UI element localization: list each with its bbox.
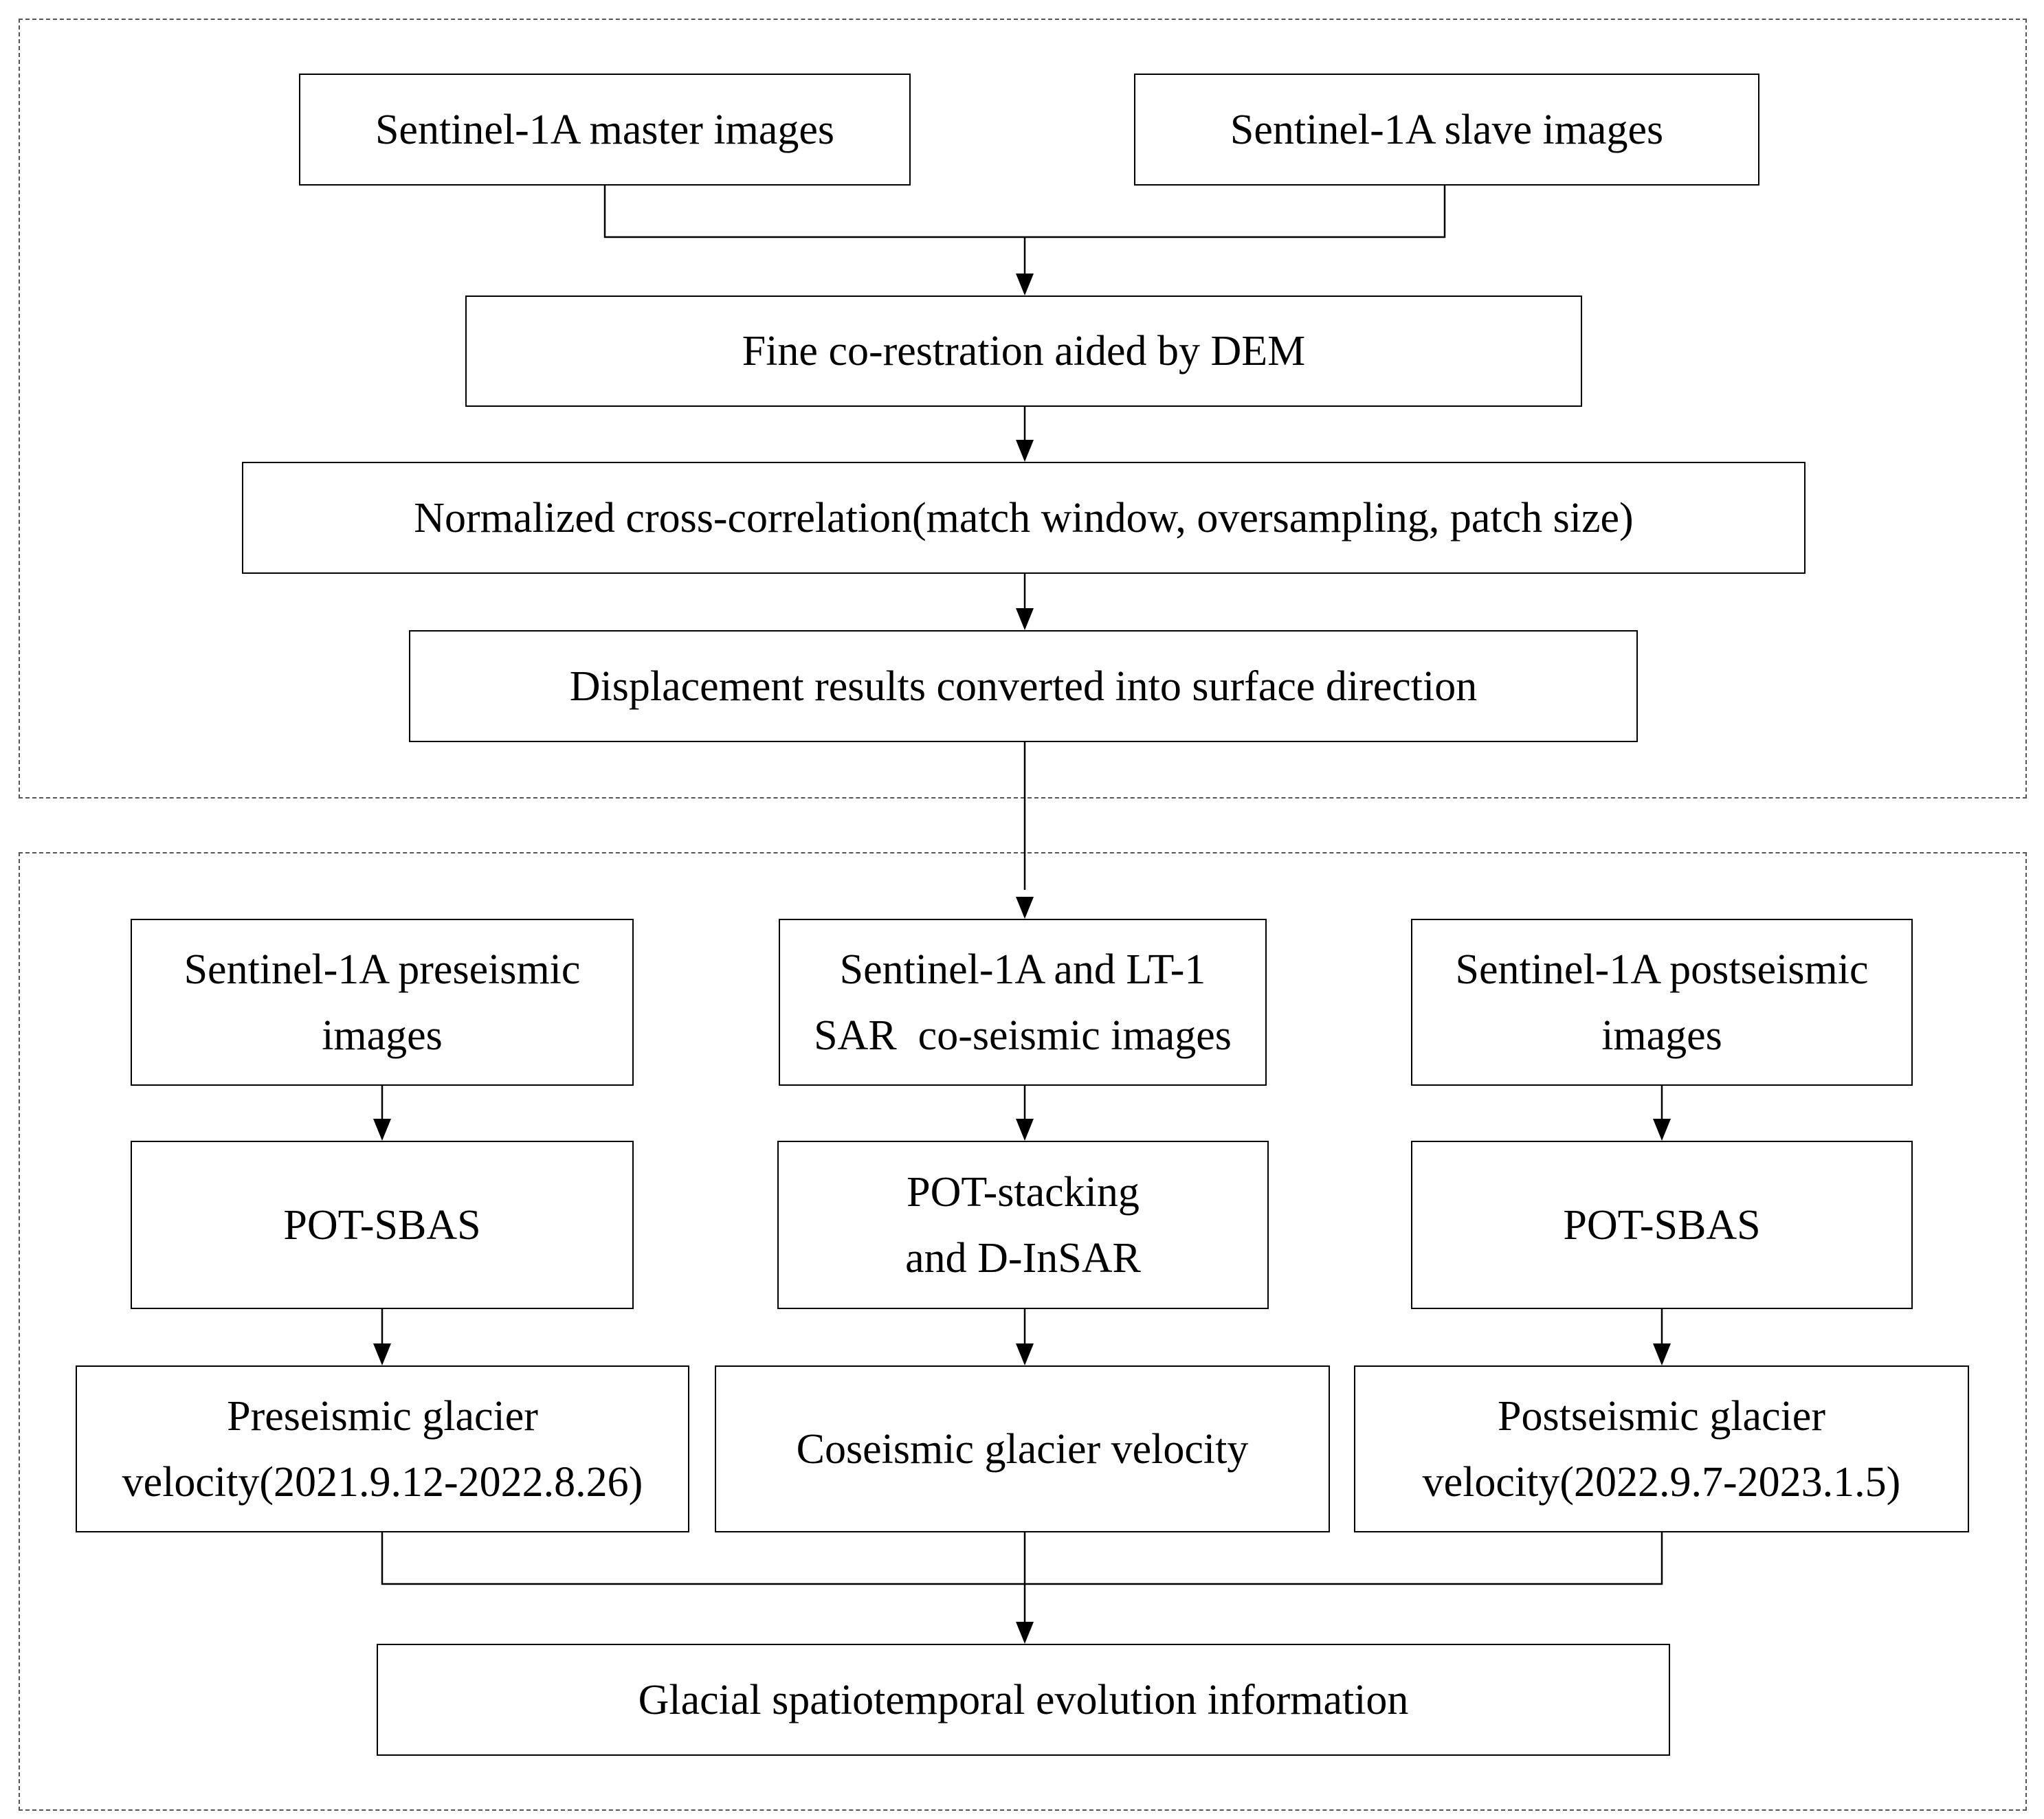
master-images-box: Sentinel-1A master images — [299, 74, 911, 186]
coseismic-images-line1: Sentinel-1A and LT-1 — [839, 946, 1206, 993]
coseismic-method-line1: POT-stacking — [907, 1168, 1140, 1216]
postseismic-images-box: Sentinel-1A postseismic images — [1411, 919, 1913, 1086]
postseismic-method-box: POT-SBAS — [1411, 1141, 1913, 1309]
postseismic-images-line2: images — [1601, 1012, 1722, 1059]
coseismic-method-box: POT-stacking and D-InSAR — [777, 1141, 1269, 1309]
top-processing-group — [19, 19, 2027, 799]
normalized-cross-correlation-label: Normalized cross-correlation(match windo… — [414, 494, 1634, 542]
preseismic-velocity-line1: Preseismic glacier — [227, 1392, 538, 1440]
coseismic-images-line2: SAR co-seismic images — [814, 1012, 1232, 1059]
preseismic-images-line1: Sentinel-1A preseismic — [184, 946, 581, 993]
final-output-label: Glacial spatiotemporal evolution informa… — [638, 1676, 1409, 1723]
bottom-analysis-group — [19, 852, 2027, 1811]
preseismic-method-label: POT-SBAS — [283, 1201, 481, 1249]
displacement-conversion-box: Displacement results converted into surf… — [409, 630, 1638, 742]
coseismic-images-box: Sentinel-1A and LT-1 SAR co-seismic imag… — [779, 919, 1267, 1086]
coseismic-velocity-label: Coseismic glacier velocity — [796, 1425, 1249, 1473]
displacement-conversion-label: Displacement results converted into surf… — [569, 662, 1478, 710]
postseismic-velocity-line2: velocity(2022.9.7-2023.1.5) — [1422, 1458, 1901, 1506]
preseismic-velocity-line2: velocity(2021.9.12-2022.8.26) — [122, 1458, 643, 1506]
final-output-box: Glacial spatiotemporal evolution informa… — [377, 1644, 1670, 1756]
slave-images-label: Sentinel-1A slave images — [1230, 106, 1664, 153]
postseismic-velocity-line1: Postseismic glacier — [1498, 1392, 1825, 1440]
master-images-label: Sentinel-1A master images — [375, 106, 835, 153]
postseismic-method-label: POT-SBAS — [1563, 1201, 1761, 1249]
preseismic-velocity-box: Preseismic glacier velocity(2021.9.12-20… — [76, 1365, 689, 1532]
coseismic-method-line2: and D-InSAR — [905, 1234, 1141, 1282]
fine-coregistration-box: Fine co-restration aided by DEM — [465, 295, 1582, 407]
slave-images-box: Sentinel-1A slave images — [1134, 74, 1759, 186]
normalized-cross-correlation-box: Normalized cross-correlation(match windo… — [242, 462, 1806, 574]
preseismic-images-line2: images — [322, 1012, 443, 1059]
postseismic-velocity-box: Postseismic glacier velocity(2022.9.7-20… — [1354, 1365, 1969, 1532]
preseismic-images-box: Sentinel-1A preseismic images — [131, 919, 634, 1086]
postseismic-images-line1: Sentinel-1A postseismic — [1455, 946, 1869, 993]
fine-coregistration-label: Fine co-restration aided by DEM — [742, 328, 1306, 375]
preseismic-method-box: POT-SBAS — [131, 1141, 634, 1309]
coseismic-velocity-box: Coseismic glacier velocity — [715, 1365, 1330, 1532]
